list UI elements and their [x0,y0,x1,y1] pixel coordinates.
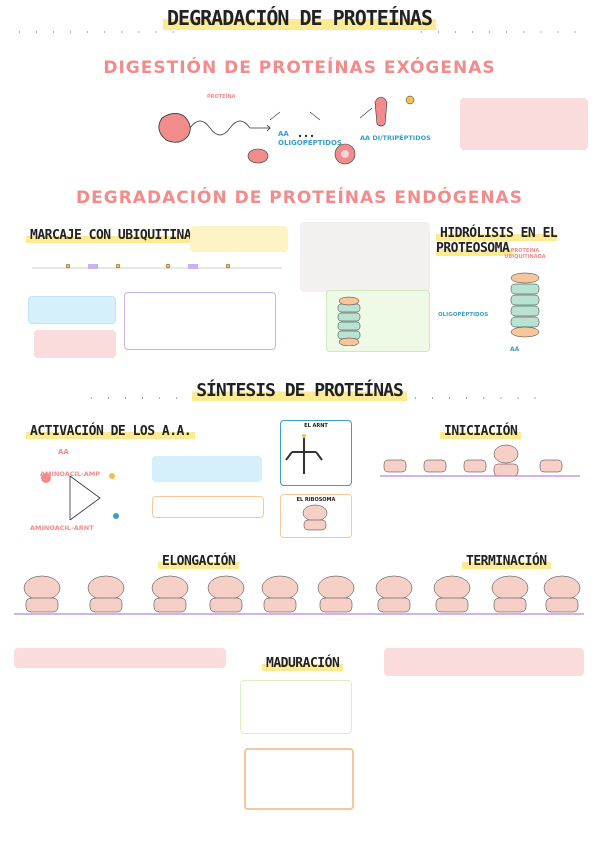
label-hidrolisis-oligopeptidos: OLIGOPÉPTIDOS [438,312,489,318]
label-oligopeptidos: OLIGOPÉPTIDOS [278,139,342,147]
terminacion-note-box [384,648,584,676]
maduracion-heading: MADURACIÓN [262,656,344,671]
legend-note [370,760,470,796]
iniciacion-diagram [380,444,580,477]
endogenas-heading: DEGRADACIÓN DE PROTEÍNAS ENDÓGENAS [76,188,523,208]
hidrolisis-heading: HIDRÓLISIS EN EL PROTEOSOMA [436,226,599,256]
proteasome-large-icon [510,272,540,338]
activacion-diagram [41,473,119,521]
activacion-label-aminoacil-amp: AMINOACIL-AMP [40,470,101,478]
proteasome-icon [337,296,361,346]
trna-icon [285,434,323,474]
page-title: DEGRADACIÓN DE PROTEÍNAS [0,6,599,30]
pancreas-icon [247,148,269,164]
decorative-dots-right: · · · · · · · · · · [420,28,583,37]
ubiquitin-blue-box [28,296,116,324]
marcaje-note-yellow [190,226,288,252]
activacion-label-aa: AA [58,448,69,456]
sintesis-heading-text: SÍNTESIS DE PROTEÍNAS [192,380,407,401]
elongation-ribosome-row [14,575,584,615]
summary-orange-box [244,748,354,810]
page-title-text: DEGRADACIÓN DE PROTEÍNAS [163,6,436,30]
sintesis-dots-right: · · · · · · · · · · [380,394,543,403]
activacion-label-aminoacil-arnt: AMINOACIL-ARNT [30,524,94,532]
iniciacion-heading: INICIACIÓN [440,424,522,439]
arnt-box-title: EL ARNT [304,423,328,429]
stomach-icon [158,113,191,143]
ubiquitin-salmon-box [34,330,116,358]
activacion-blue-box [152,456,262,482]
activacion-heading: ACTIVACIÓN DE LOS A.A. [26,424,196,439]
ribosome-icon [302,504,328,531]
arrow [250,124,271,132]
label-proteina: PROTEÍNA [207,94,236,100]
terminacion-heading-text: TERMINACIÓN [462,554,551,569]
label-hidrolisis-aa: AA [510,346,520,353]
label-proteina-ubiquitinada: PROTEÍNA UBIQUITINADA [504,248,546,260]
label-aa-oligopeptidos: AA [278,130,289,138]
digestion-note-box [460,98,588,150]
activacion-orange-box [152,496,264,518]
iniciacion-notes [384,498,584,546]
label-aa-di-tripeptidos: AA DI/TRIPÉPTIDOS [360,134,431,142]
ubiquitin-purple-box [124,292,276,350]
decorative-dots-left: · · · · · · · · · · [18,28,181,37]
marcaje-heading-text: MARCAJE CON UBIQUITINA [26,228,196,243]
elongacion-note-box [14,648,226,668]
marcaje-heading: MARCAJE CON UBIQUITINA [26,228,196,243]
villus-icon [374,96,388,127]
maduracion-box [240,680,352,734]
ribosoma-box-title: EL RIBOSOMA [296,497,336,503]
elongacion-heading: ELONGACIÓN [158,554,240,569]
label-aa: AA [278,130,289,138]
elongacion-heading-text: ELONGACIÓN [158,554,240,569]
sintesis-heading: SÍNTESIS DE PROTEÍNAS [0,380,599,401]
ubiquitin-chain-diagram [32,263,282,269]
marcaje-note-gray [300,222,430,292]
iniciacion-heading-text: INICIACIÓN [440,424,522,439]
digestion-heading: DIGESTIÓN DE PROTEÍNAS EXÓGENAS [103,58,496,78]
terminacion-heading: TERMINACIÓN [462,554,551,569]
sintesis-dots-left: · · · · · · · · [90,394,219,403]
protein-chain [189,120,251,136]
activacion-heading-text: ACTIVACIÓN DE LOS A.A. [26,424,196,439]
maduracion-heading-text: MADURACIÓN [262,656,344,671]
digestion-diagram [158,95,415,165]
